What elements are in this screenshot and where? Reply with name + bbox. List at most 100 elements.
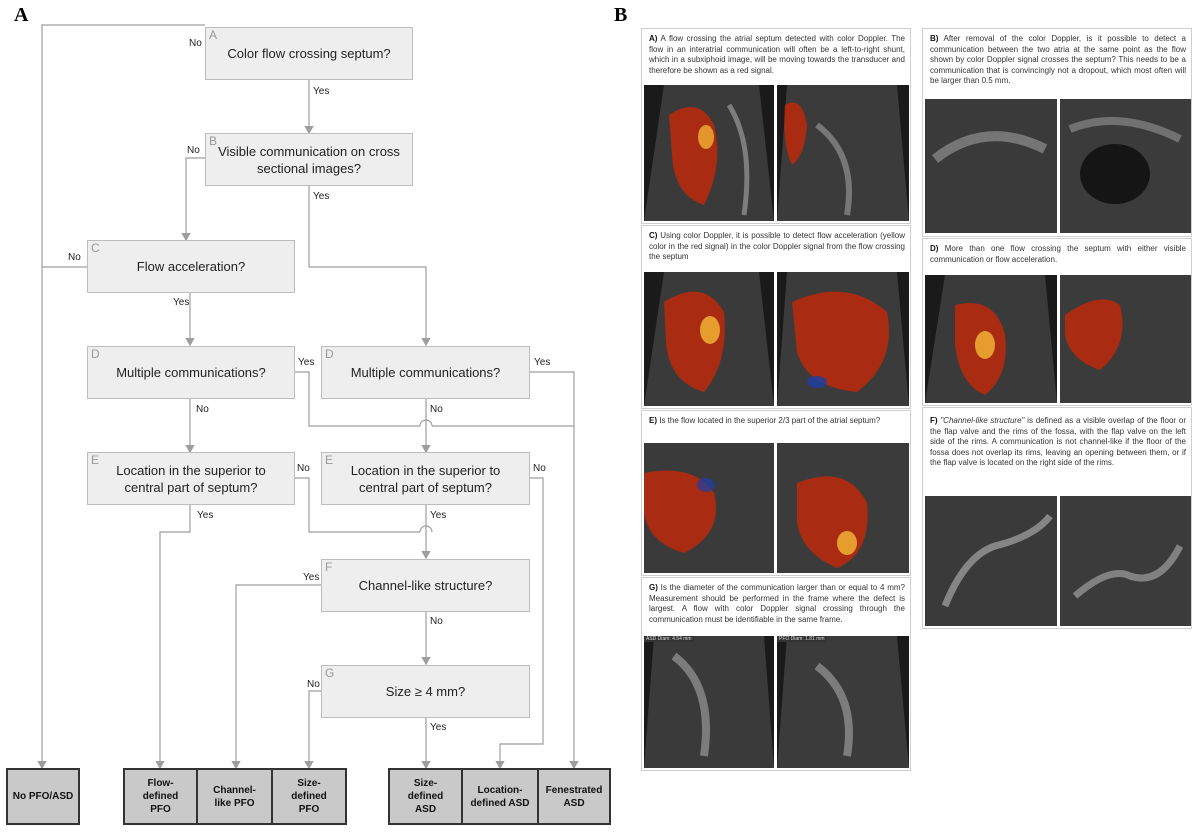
criterion-tag: F) [930,416,938,425]
node-text: Multiple communications? [350,365,501,380]
criterion-description: Is the flow located in the superior 2/3 … [659,416,881,425]
criterion-b-text: B) After removal of the color Doppler, i… [930,34,1186,87]
label-e1-no: No [297,463,310,474]
label-g-no: No [307,679,320,690]
echo-scan [777,636,909,768]
node-text: Location in the superior to central part… [116,462,266,495]
edge-e1-yes [155,505,191,770]
flowchart-connectors [37,24,579,770]
node-f-channel-like: F Channel-like structure? [321,559,530,612]
criterion-a-panel: A) A flow crossing the atrial septum det… [641,28,911,224]
label-d1-yes: Yes [298,357,315,368]
measurement-yes: ASD Diam: 4.54 mm [644,636,694,642]
echo-scan [644,272,774,406]
edge-a-no [37,24,205,770]
node-text: Flow acceleration? [136,259,246,274]
criterion-description: More than one flow crossing the septum w… [930,244,1186,264]
criterion-description: Is the diameter of the communication lar… [649,583,905,624]
criterion-c-panel: C) Using color Doppler, it is possible t… [641,225,911,409]
node-a-color-flow: A Color flow crossing septum? [205,27,413,80]
node-letter: C [91,241,100,255]
echo-scan [644,443,774,573]
echo-scan [1060,99,1191,233]
label-d2-yes: Yes [534,357,551,368]
criterion-tag: E) [649,416,657,425]
label-g-yes: Yes [430,722,447,733]
label-c-yes: Yes [173,297,190,308]
node-letter: D [325,347,334,361]
edge-e2-no [495,477,544,770]
criterion-g-panel: G) Is the diameter of the communication … [641,577,911,771]
echo-image-e-no: No [777,443,909,573]
echo-image-a-no: No [777,85,909,221]
edge-b-no [181,157,205,242]
edge-f-yes [231,584,321,770]
node-letter: D [91,347,100,361]
label-e1-yes: Yes [197,510,214,521]
echo-image-b-yes: Yes [925,99,1057,233]
criterion-tag: C) [649,231,658,240]
label-f-no: No [430,616,443,627]
node-letter: E [325,453,334,467]
criterion-description: A flow crossing the atrial septum detect… [649,34,905,75]
criterion-c-text: C) Using color Doppler, it is possible t… [649,231,905,263]
node-text: Multiple communications? [116,365,266,380]
criterion-f-panel: F) "Channel-like structure" is defined a… [922,407,1192,629]
echo-image-c-yes: Yes [644,272,774,406]
criterion-e-text: E) Is the flow located in the superior 2… [649,416,905,427]
node-d-multiple-left: D Multiple communications? [87,346,295,399]
echo-scan [925,275,1057,403]
node-d-multiple-right: D Multiple communications? [321,346,530,399]
edge-e1-no [294,477,420,533]
node-letter: E [91,453,100,467]
panel-a-label: A [14,4,29,26]
criterion-description: is defined as a visible overlap of the f… [930,416,1186,467]
echo-scan [777,85,909,221]
node-e-location-left: E Location in the superior to central pa… [87,452,295,505]
label-d2-no: No [430,404,443,415]
criterion-description: Using color Doppler, it is possible to d… [649,231,905,261]
criterion-g-text: G) Is the diameter of the communication … [649,583,905,625]
node-letter: B [209,134,218,148]
echo-scan [1060,275,1191,403]
criterion-tag: A) [649,34,658,43]
echo-image-c-no: No [777,272,909,406]
echo-image-b-no: No [1060,99,1191,233]
panel-b-label: B [614,4,628,26]
criterion-tag: G) [649,583,658,592]
label-b-no: No [187,145,200,156]
echo-scan [925,99,1057,233]
label-c-no: No [68,252,81,263]
echo-image-e-yes: Yes [644,443,774,573]
node-letter: G [325,666,335,680]
label-a-yes: Yes [313,86,330,97]
echo-image-g-yes: ASD Diam: 4.54 mm Yes [644,636,774,768]
outcome-size-defined-pfo: Size-defined PFO [271,768,347,825]
label-b-yes: Yes [313,191,330,202]
node-g-size: G Size ≥ 4 mm? [321,665,530,718]
criterion-b-panel: B) After removal of the color Doppler, i… [922,28,1192,237]
outcome-no-pfo-asd: No PFO/ASD [6,768,80,825]
echo-image-f-yes: Yes [925,496,1057,626]
echo-scan [644,85,774,221]
echo-scan [644,636,774,768]
label-d1-no: No [196,404,209,415]
node-text: Channel-like structure? [358,578,493,593]
node-c-flow-acceleration: C Flow acceleration? [87,240,295,293]
criterion-description: After removal of the color Doppler, is i… [930,34,1186,85]
node-text: Size ≥ 4 mm? [385,684,466,699]
label-e2-yes: Yes [430,510,447,521]
node-e-location-right: E Location in the superior to central pa… [321,452,530,505]
label-a-no: No [189,38,202,49]
node-text: Visible communication on cross sectional… [218,143,400,176]
edge-b-yes [308,186,431,347]
measurement-no: PFO Diam: 1.81 mm [777,636,827,642]
echo-image-d-yes: Yes [925,275,1057,403]
node-text: Location in the superior to central part… [350,462,501,495]
edge-d2-yes [530,371,579,770]
criterion-d-text: D) More than one flow crossing the septu… [930,244,1186,265]
outcome-location-defined-asd: Location-defined ASD [461,768,539,825]
echo-scan [925,496,1057,626]
criterion-e-panel: E) Is the flow located in the superior 2… [641,410,911,576]
criterion-term: "Channel-like structure" [940,416,1025,425]
